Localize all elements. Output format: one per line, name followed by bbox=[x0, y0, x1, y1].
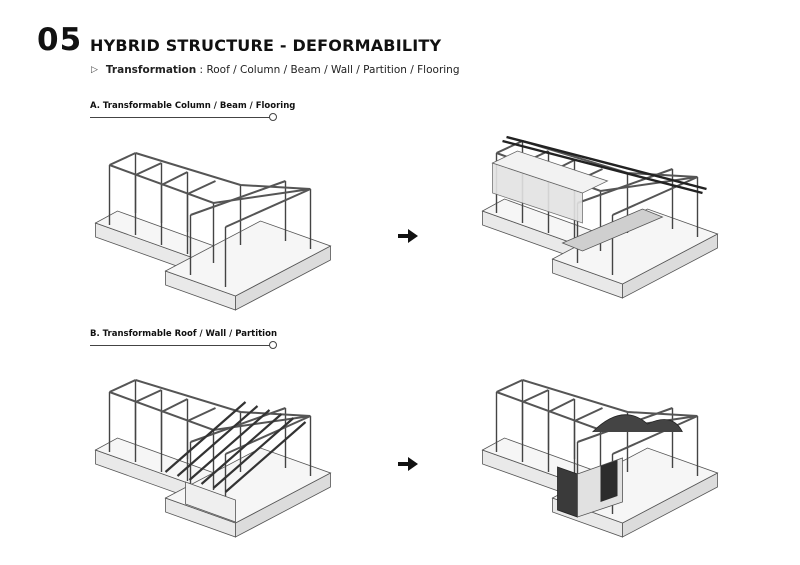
subtitle-text: Roof / Column / Beam / Wall / Partition … bbox=[206, 64, 460, 76]
page-title: HYBRID STRUCTURE - DEFORMABILITY bbox=[90, 36, 442, 55]
subtitle: ▷ Transformation : Roof / Column / Beam … bbox=[91, 64, 460, 76]
section-a-divider bbox=[90, 117, 270, 118]
section-b-divider bbox=[90, 345, 270, 346]
section-b-heading: B. Transformable Roof / Wall / Partition bbox=[90, 329, 277, 339]
section-b-dot bbox=[269, 341, 277, 349]
subtitle-lead: Transformation bbox=[105, 64, 197, 76]
section-a-heading: A. Transformable Column / Beam / Floorin… bbox=[90, 101, 296, 111]
diagram-a-transformed bbox=[481, 135, 719, 299]
subtitle-separator: : bbox=[196, 64, 207, 76]
triangle-right-icon: ▷ bbox=[91, 65, 98, 75]
diagram-b-initial bbox=[94, 379, 332, 538]
arrow-right-icon bbox=[398, 229, 418, 243]
page-number: 05 bbox=[37, 22, 83, 58]
diagram-b-transformed bbox=[481, 379, 719, 538]
section-a-dot bbox=[269, 113, 277, 121]
diagram-a-initial bbox=[94, 152, 332, 311]
arrow-right-icon bbox=[398, 457, 418, 471]
